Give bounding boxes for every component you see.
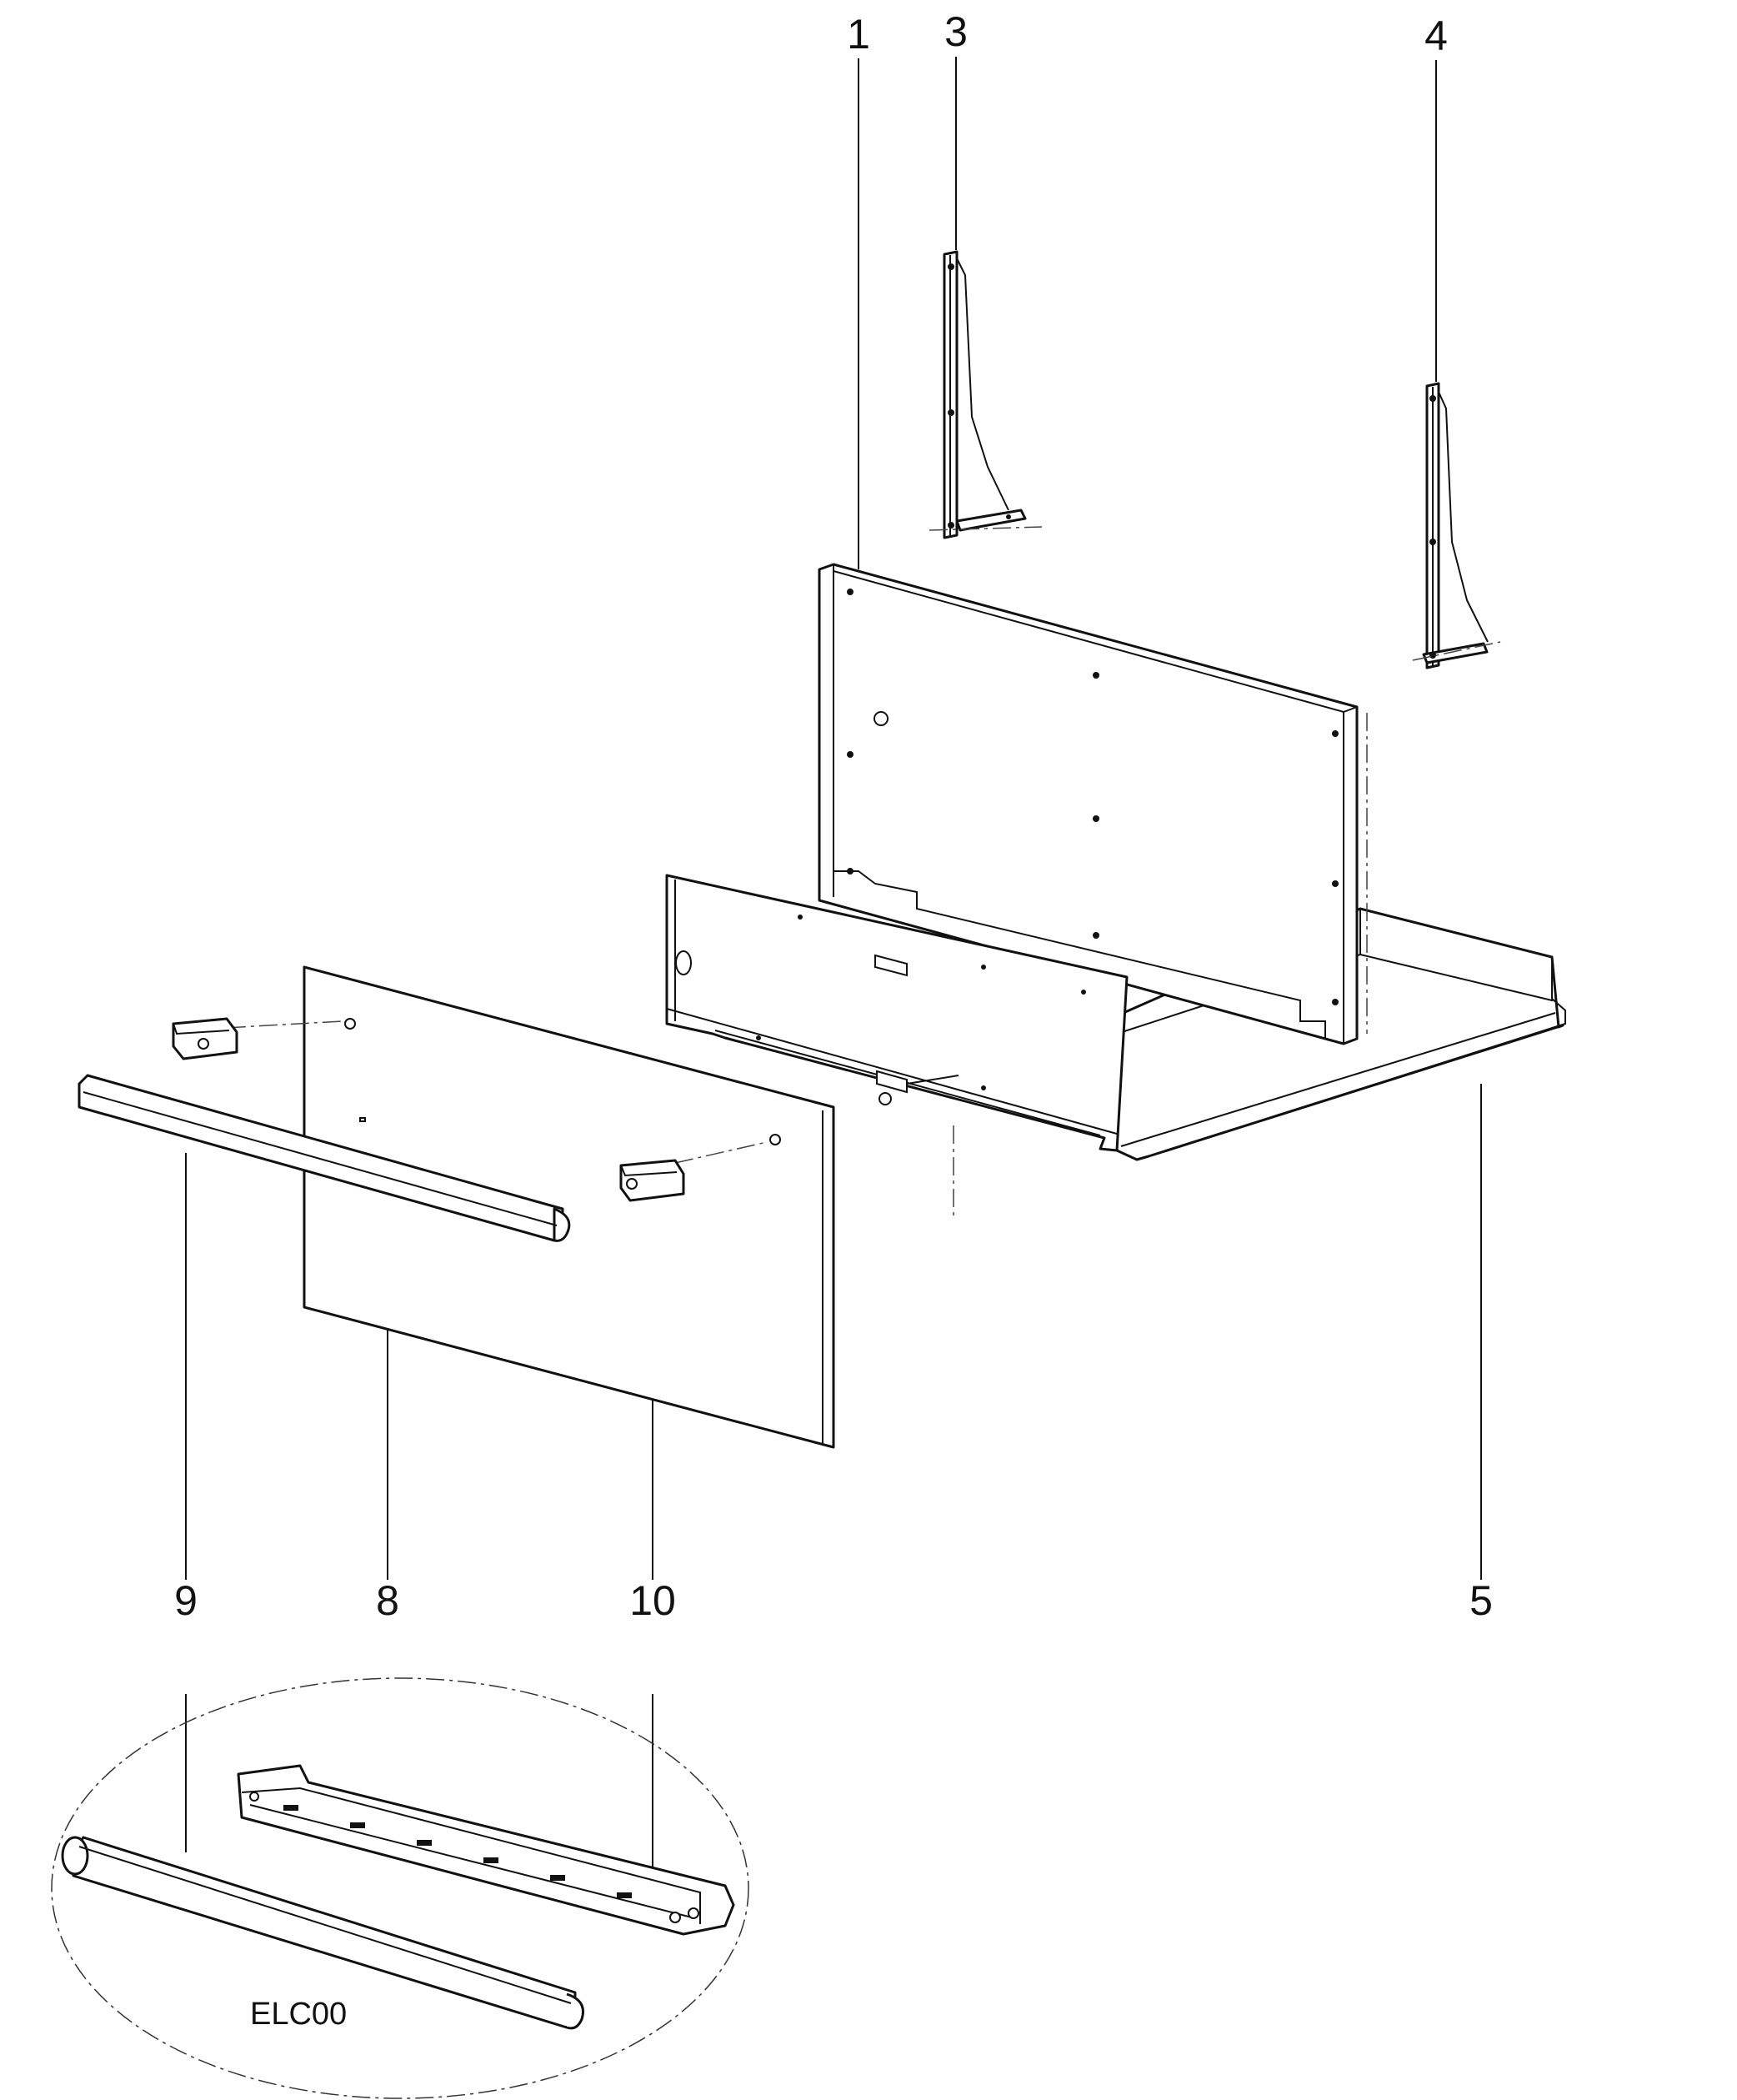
detail-code-label: ELC00 [250,1997,347,2032]
detail-inner-rail [237,1764,735,1936]
callout-5: 5 [1469,1577,1493,1624]
handle-bracket-part-10 [172,1017,685,1202]
callout-10: 10 [629,1577,676,1624]
callout-1: 1 [847,11,870,58]
bracket-part-4 [1412,382,1501,669]
callout-3: 3 [944,8,968,55]
handle-bar-part-9 [78,1074,571,1242]
callout-8: 8 [376,1577,399,1624]
front-frame-panel [665,874,1129,1217]
callout-4: 4 [1424,13,1448,59]
detail-view-ellipse: ELC00 [51,1677,749,2099]
door-panel-part-8 [195,965,835,1449]
callout-9: 9 [174,1577,198,1624]
detail-handle-tube [61,1836,584,2030]
bracket-part-3 [929,250,1043,539]
rear-panel-part-1 [818,563,1368,1045]
